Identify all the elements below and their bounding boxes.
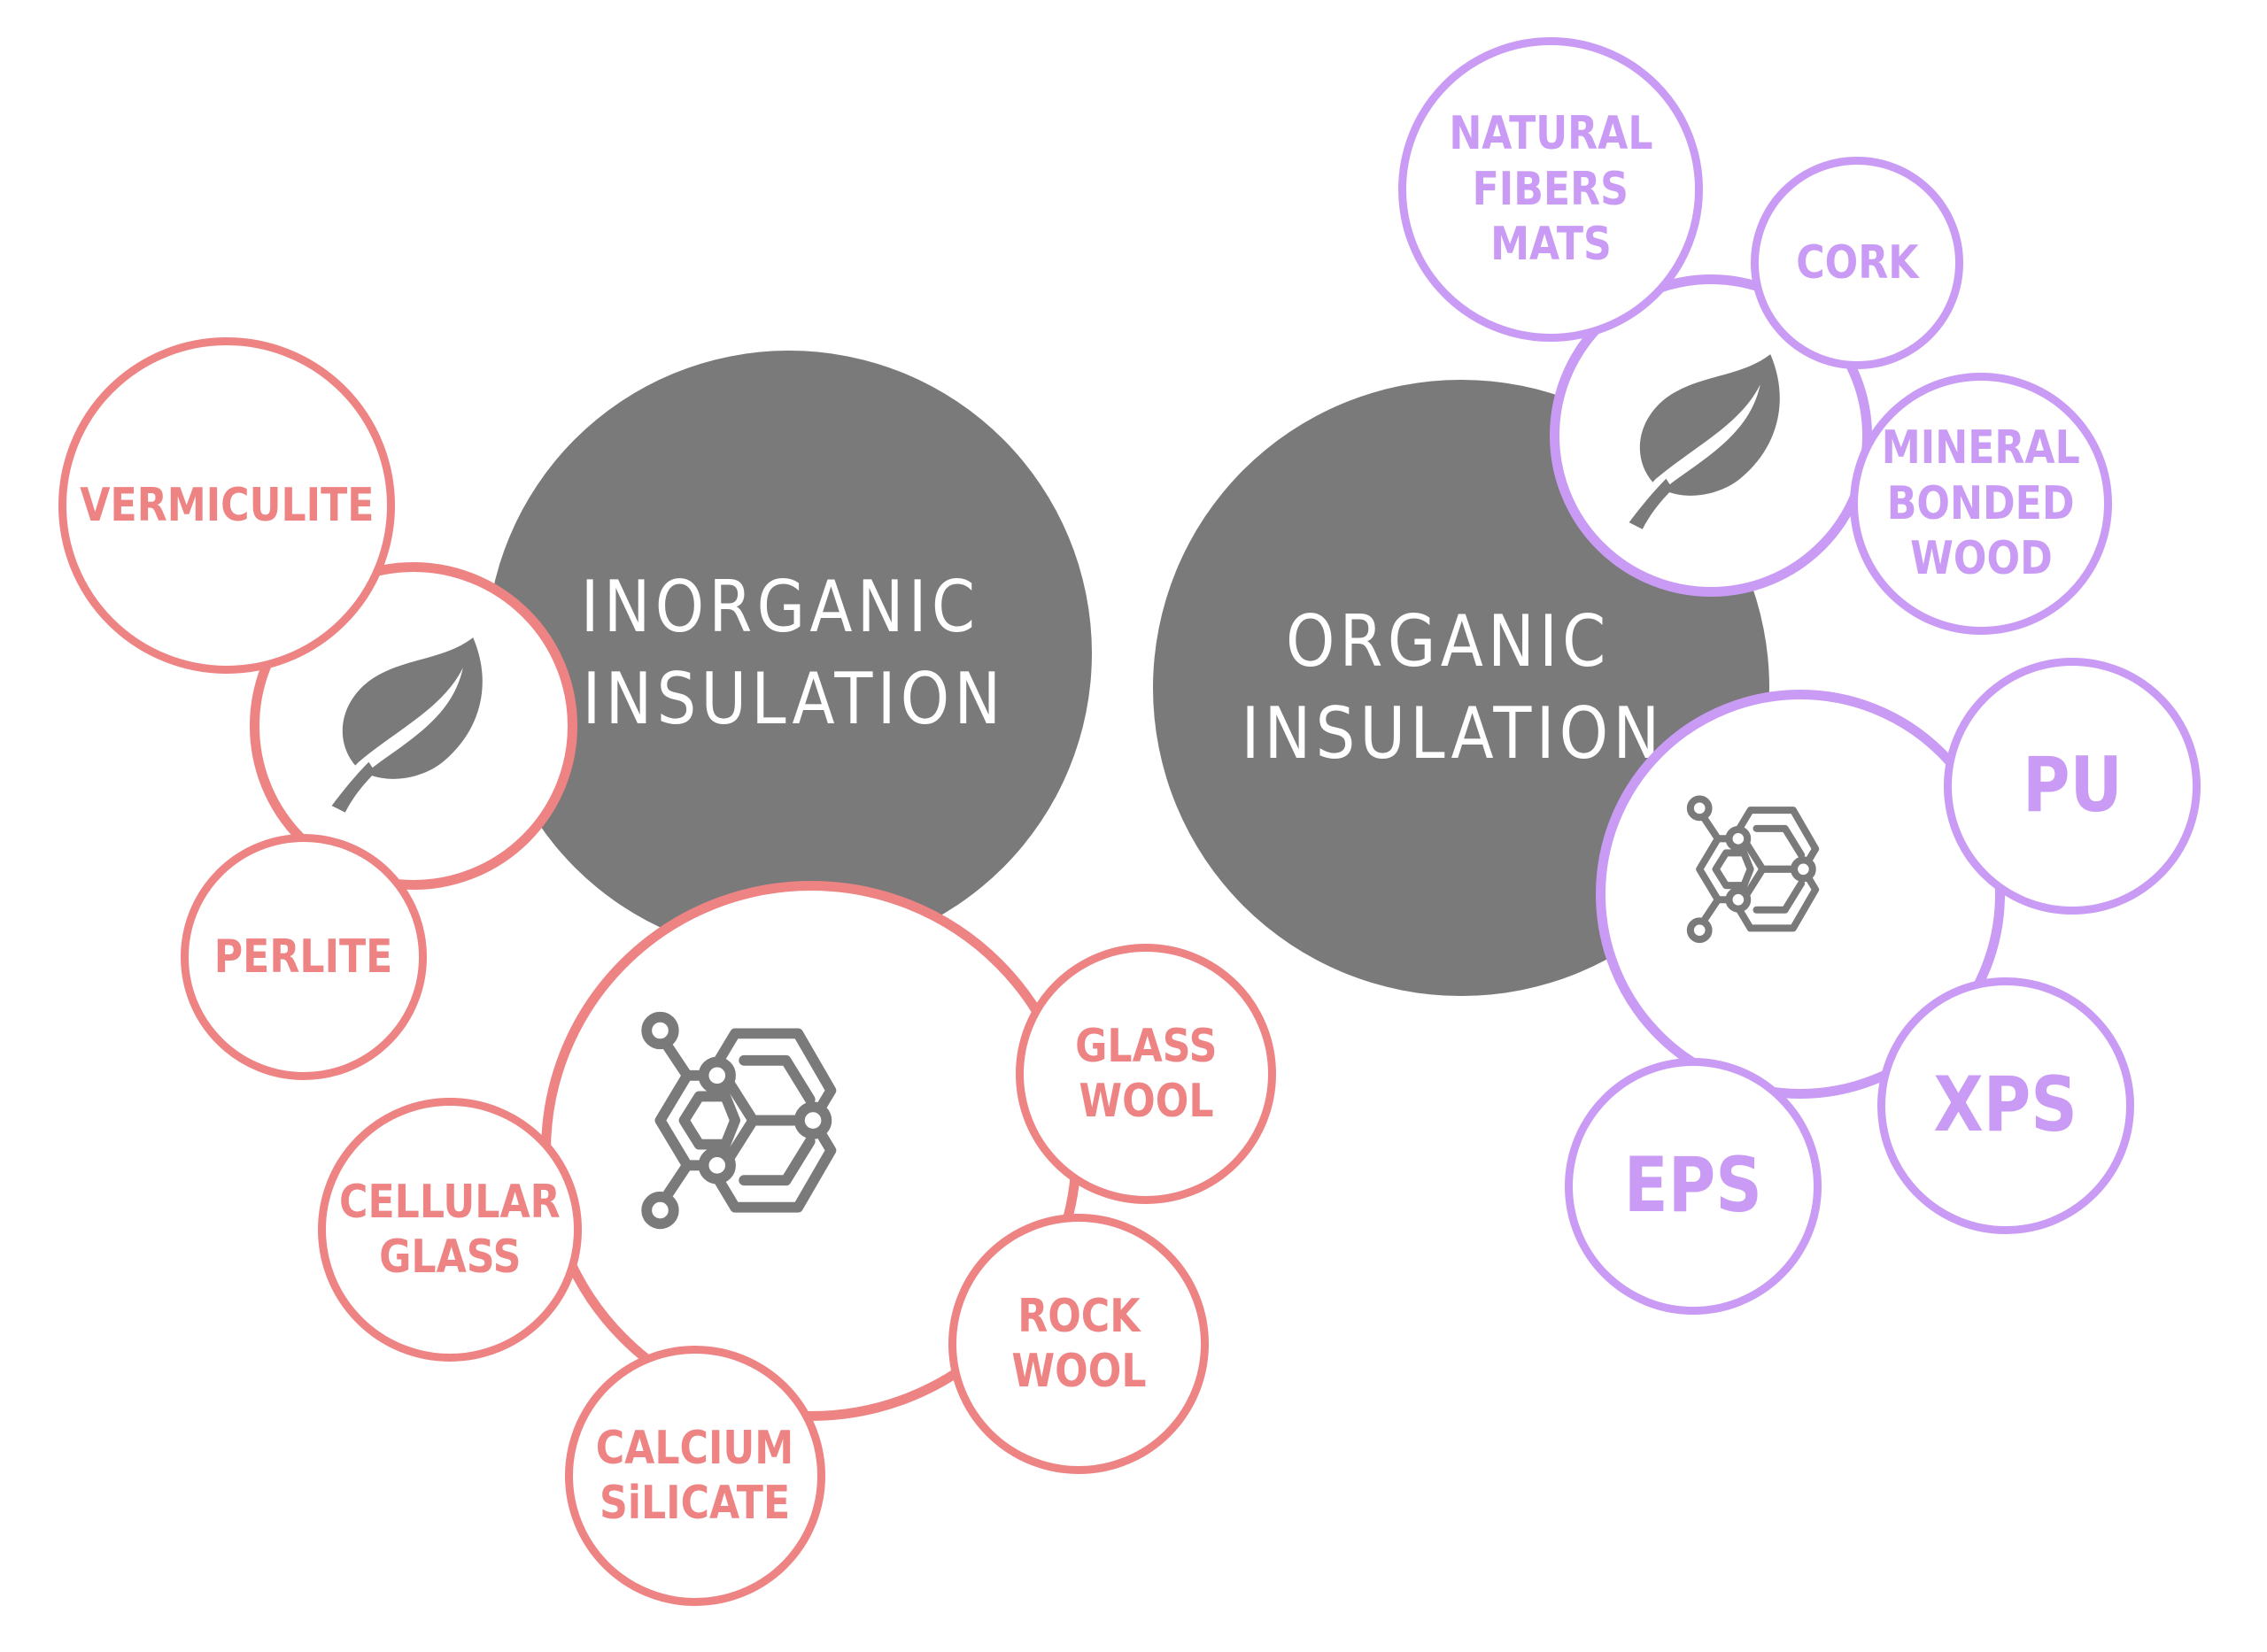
natural-fibers-label-line2: FIBERS (1472, 162, 1629, 216)
vermiculite-node: VERMICULITE (58, 337, 395, 674)
rock-wool-node: ROCK WOOL (948, 1214, 1209, 1474)
xps-label: XPS (1933, 1061, 2078, 1150)
cellular-glass-label-line2: GLASS (378, 1231, 522, 1284)
perlite-node: PERLITE (181, 834, 427, 1080)
inorganic-title-line2: INSULATION (582, 658, 1005, 740)
glass-wool-node: GLASS WOOL (1016, 944, 1276, 1204)
cellular-glass-node: CELLULAR GLASS (318, 1098, 582, 1362)
calcium-silicate-label-line2: SiLICATE (600, 1477, 791, 1530)
pu-node: PU (1944, 658, 2201, 915)
cork-node: CORK (1751, 157, 1963, 369)
vermiculite-label: VERMICULITE (79, 478, 375, 532)
organic-title-line1: ORGANIC (1285, 600, 1611, 683)
mineral-bonded-label-line1: MINERAL (1881, 421, 2081, 475)
mineral-bonded-label-line2: BONDED (1887, 476, 2075, 530)
natural-fibers-label-line3: MATS (1489, 218, 1612, 272)
eps-label: EPS (1623, 1141, 1763, 1231)
perlite-label: PERLITE (214, 930, 393, 984)
organic-title-line2: INSULATION (1241, 692, 1664, 775)
calcium-silicate-label-line1: CALCIUM (596, 1421, 794, 1475)
cellular-glass-label-line1: CELLULAR (339, 1175, 561, 1229)
mineral-bonded-wood-node: MINERAL BONDED WOOD (1850, 373, 2112, 635)
natural-fibers-mats-node: NATURAL FIBERS MATS (1398, 37, 1703, 342)
calcium-silicate-node: CALCIUM SiLICATE (565, 1346, 825, 1606)
inorganic-insulation-core: INORGANIC INSULATION (486, 351, 1092, 956)
leaf-icon (1629, 354, 1780, 529)
rock-wool-label-line2: WOOL (1010, 1345, 1147, 1398)
glass-wool-label-line2: WOOL (1078, 1075, 1214, 1128)
xps-node: XPS (1877, 977, 2134, 1234)
molecule-icon (1686, 795, 1820, 944)
leaf-icon (331, 637, 483, 813)
eps-node: EPS (1565, 1058, 1822, 1315)
glass-wool-label-line1: GLASS (1074, 1019, 1218, 1073)
pu-label: PU (2022, 741, 2123, 830)
mineral-bonded-label-line3: WOOD (1909, 532, 2053, 586)
rock-wool-label-line1: ROCK (1017, 1289, 1141, 1343)
inorganic-title-line1: INORGANIC (580, 566, 980, 648)
molecule-icon (641, 1011, 837, 1230)
natural-fibers-label-line1: NATURAL (1448, 107, 1653, 161)
cork-label: CORK (1795, 235, 1919, 289)
